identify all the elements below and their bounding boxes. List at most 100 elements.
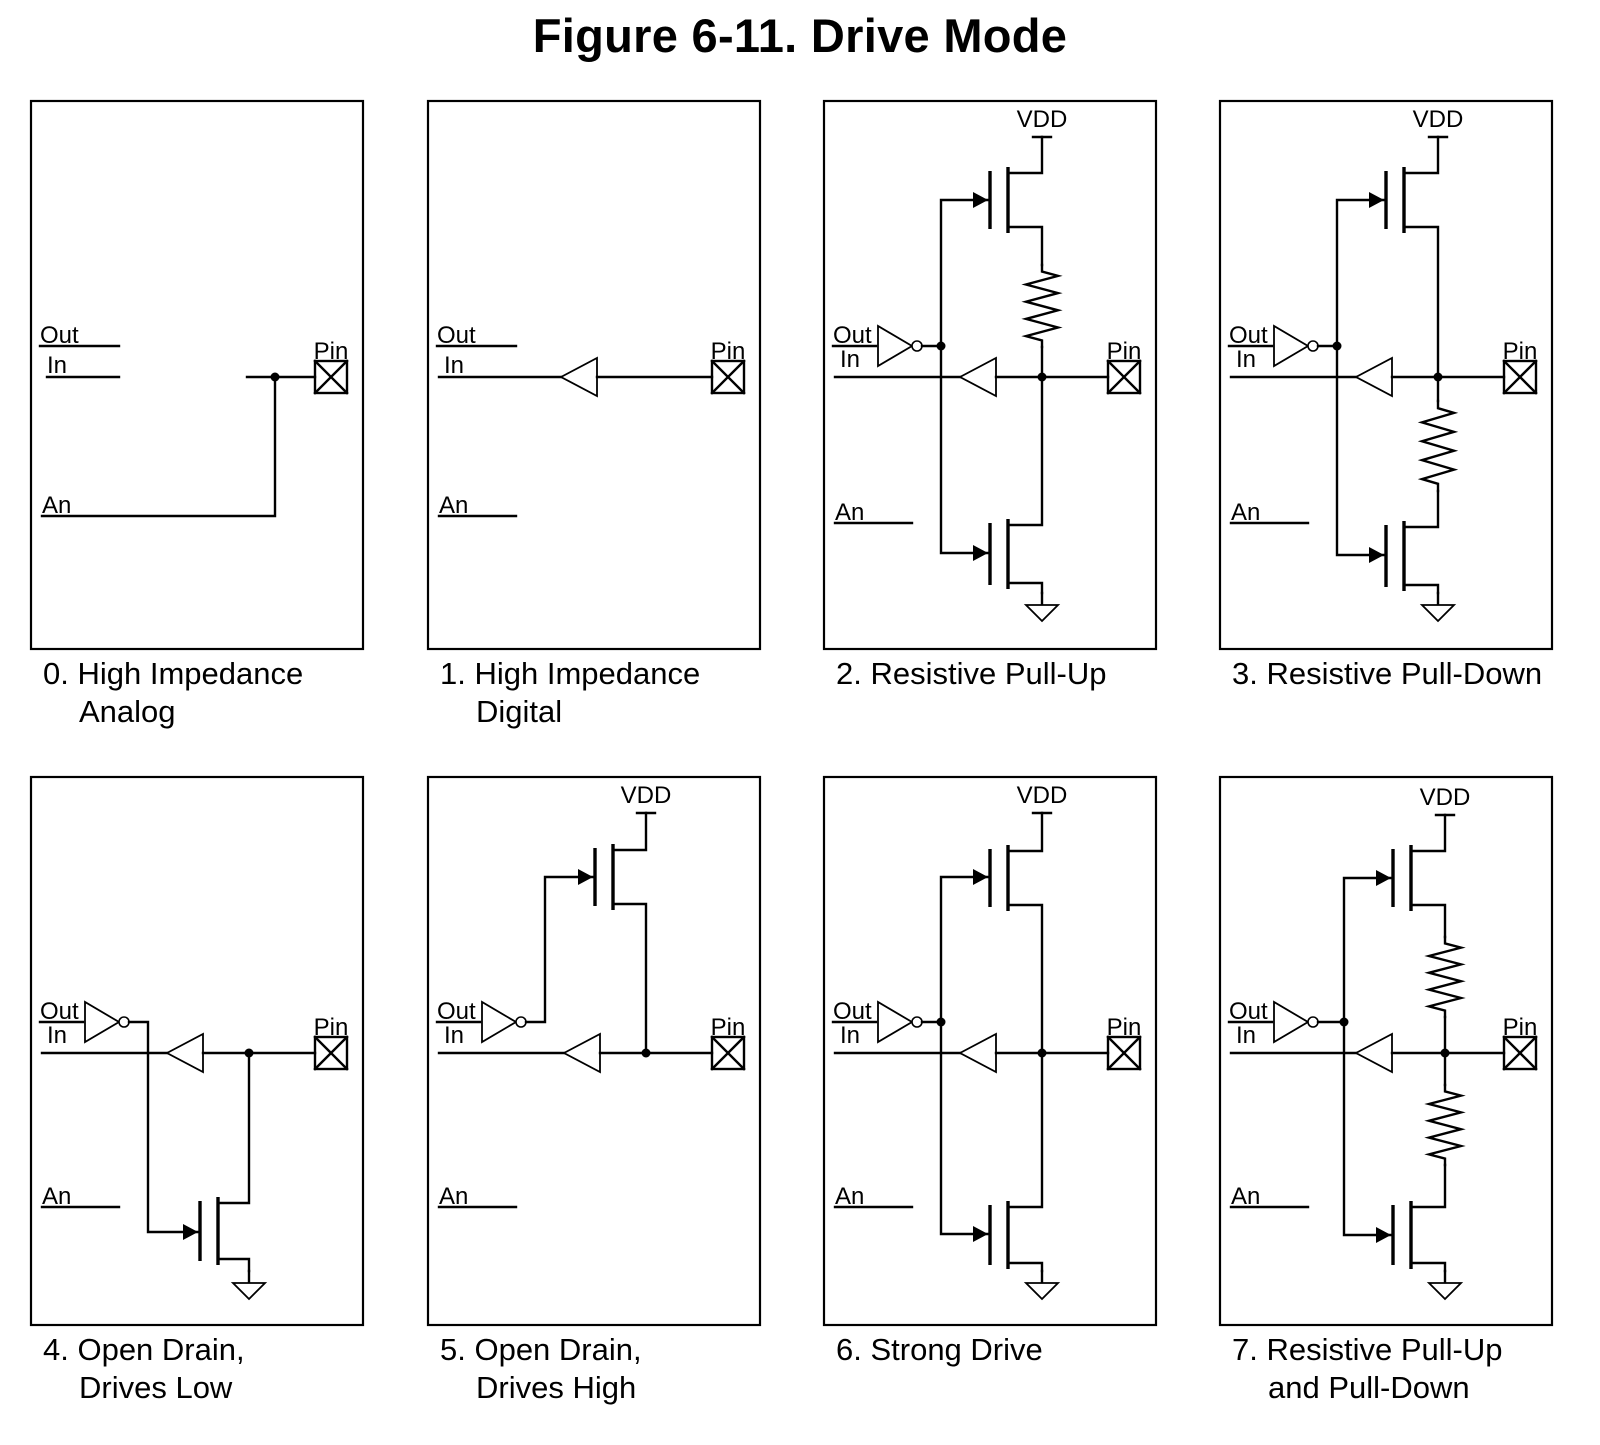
an-label: An <box>439 1183 468 1210</box>
nmos-gate-wire <box>939 344 990 555</box>
vdd-label: VDD <box>1420 784 1471 811</box>
source-lead <box>216 1257 251 1273</box>
pin-box <box>710 359 746 395</box>
pin-box <box>313 1035 349 1071</box>
pullup-transistor <box>1391 813 1447 939</box>
panel-frame <box>822 775 1158 1327</box>
an-label: An <box>439 492 468 519</box>
pin-cross <box>710 1035 746 1071</box>
gate-drive-wire <box>127 1020 200 1234</box>
resistor-zigzag <box>1417 399 1459 493</box>
arrow-icon <box>1376 870 1391 886</box>
pullup-transistor <box>988 135 1044 267</box>
pulldown-transistor <box>198 1051 251 1273</box>
inverter-bubble <box>515 1016 527 1028</box>
source-lead <box>1006 1261 1044 1273</box>
in-label: In <box>47 352 67 379</box>
panel-caption-line2: Drives Low <box>79 1370 233 1405</box>
ground-triangle <box>1023 604 1061 623</box>
panel-caption: 3. Resistive Pull-Down <box>1232 656 1542 691</box>
pin-cross <box>1106 359 1142 395</box>
vdd-icon: VDD <box>1413 106 1463 139</box>
inverter-icon <box>481 1000 518 1044</box>
pin-terminal <box>710 359 746 395</box>
source-lead <box>1006 225 1044 267</box>
pin-terminal <box>313 1035 349 1071</box>
pmos-gate-wire <box>939 875 990 1024</box>
panel-caption-line2: Drives High <box>476 1370 636 1405</box>
panel-frame <box>1218 99 1554 651</box>
drain-lead <box>1006 811 1044 853</box>
panel-frame <box>426 775 762 1327</box>
ground-icon <box>230 1269 268 1301</box>
inverter-bubble <box>118 1016 130 1028</box>
in-label: In <box>444 352 464 379</box>
pin-box <box>1106 1035 1142 1071</box>
panel-caption-line2: Digital <box>476 694 562 729</box>
resistor-zigzag <box>1424 935 1466 1019</box>
vdd-icon: VDD <box>1017 106 1068 139</box>
pin-cross <box>313 359 349 395</box>
resistor-icon <box>1424 1083 1466 1167</box>
arrow-icon <box>1369 547 1384 563</box>
pmos-gate-wire <box>1342 876 1393 1024</box>
pulldown-transistor <box>1391 1163 1447 1273</box>
inverter-icon <box>877 324 914 368</box>
in-label: In <box>47 1022 67 1049</box>
out-label: Out <box>1229 322 1268 349</box>
arrow-icon <box>1376 1227 1391 1243</box>
resistor-icon <box>1021 263 1063 349</box>
arrow-icon <box>183 1224 198 1240</box>
in-label: In <box>840 1022 860 1049</box>
inverter-icon <box>84 1000 121 1044</box>
arrow-icon <box>973 545 988 561</box>
pmos-gate-wire <box>939 198 990 348</box>
out-label: Out <box>40 322 79 349</box>
drain-lead <box>216 1051 251 1205</box>
pulldown-transistor <box>1384 489 1440 595</box>
pin-cross <box>710 359 746 395</box>
figure-title: Figure 6-11. Drive Mode <box>532 9 1068 62</box>
source-lead <box>1006 903 1044 1055</box>
arrow-icon <box>973 869 988 885</box>
in-label: In <box>444 1022 464 1049</box>
drain-lead <box>1006 375 1044 527</box>
an-wire <box>40 375 277 518</box>
panel-caption: 2. Resistive Pull-Up <box>836 656 1106 691</box>
panel-caption: 5. Open Drain, <box>440 1332 642 1367</box>
an-label: An <box>835 499 864 526</box>
panel-caption: 1. High Impedance <box>440 656 700 691</box>
drain-lead <box>1006 1051 1044 1209</box>
inverter-icon <box>877 1000 914 1044</box>
input-buffer-icon <box>958 356 997 398</box>
panel-frame <box>426 99 762 651</box>
panel-caption-line2: Analog <box>79 694 176 729</box>
arrow-icon <box>1369 192 1384 208</box>
input-buffer-icon <box>958 1032 997 1074</box>
out-label: Out <box>833 322 872 349</box>
ground-icon <box>1023 1269 1061 1301</box>
source-lead <box>1402 225 1440 379</box>
pin-cross <box>1106 1035 1142 1071</box>
vdd-icon: VDD <box>1017 782 1067 815</box>
pullup-transistor <box>1384 135 1440 379</box>
panel-caption: 6. Strong Drive <box>836 1332 1043 1367</box>
in-label: In <box>1236 1022 1256 1049</box>
pin-cross <box>313 1035 349 1071</box>
input-buffer-icon <box>559 356 598 398</box>
pulldown-transistor <box>988 1051 1044 1273</box>
panel-frame <box>29 99 365 651</box>
input-buffer-icon <box>562 1032 601 1074</box>
source-lead <box>1409 903 1447 939</box>
nmos-gate-wire <box>1335 344 1386 557</box>
in-label: In <box>1236 346 1256 373</box>
vdd-label: VDD <box>1017 106 1068 133</box>
pin-terminal <box>313 359 349 395</box>
arrow-icon <box>973 192 988 208</box>
source-lead <box>1402 583 1440 595</box>
